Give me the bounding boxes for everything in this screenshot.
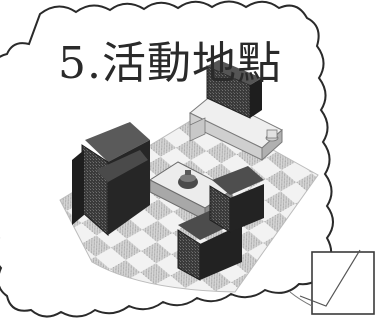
- living-room-furniture-icon: [59, 60, 319, 293]
- card-title: 5.活動地點: [58, 38, 282, 89]
- checkbox-icon: [289, 249, 375, 315]
